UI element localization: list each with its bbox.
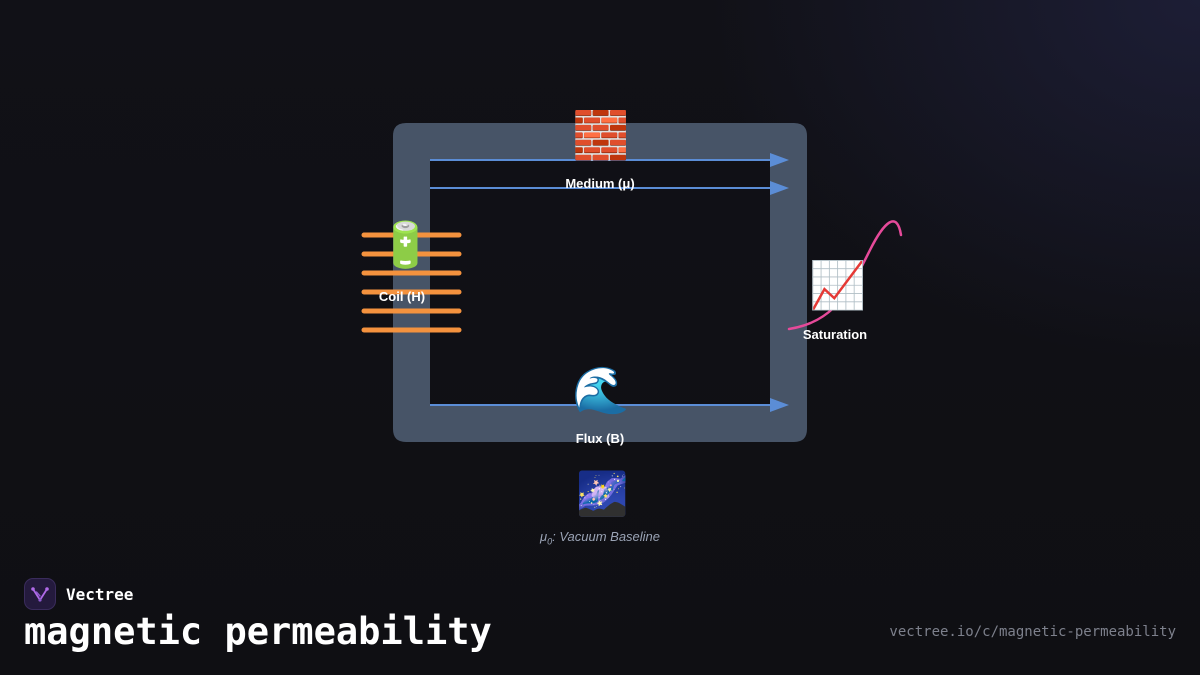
- battery-icon: 🔋: [378, 220, 433, 271]
- flux-line-top-2: [430, 181, 789, 195]
- baseline-text: : Vacuum Baseline: [552, 529, 661, 544]
- medium-label: Medium (μ): [565, 176, 635, 191]
- coil-label: Coil (H): [378, 289, 426, 304]
- flux-line-bottom: [430, 398, 789, 412]
- brand-name: Vectree: [66, 584, 134, 604]
- chart-increasing-icon: 📈: [809, 258, 867, 312]
- logo-mark: [31, 587, 49, 602]
- coil-windings: [361, 232, 462, 333]
- milky-way-icon: 🌌: [576, 469, 629, 518]
- page-title: magnetic permeability: [24, 610, 492, 653]
- flux-arrow-top-2: [770, 181, 789, 195]
- saturation-curve: [787, 220, 903, 331]
- flux-label: Flux (B): [575, 431, 625, 446]
- wave-icon: 🌊: [572, 363, 630, 417]
- flux-arrow-top-1: [770, 153, 789, 167]
- brand: Vectree: [24, 577, 133, 611]
- flux-line-top-1: [430, 153, 789, 167]
- page-url: vectree.io/c/magnetic-permeability: [889, 624, 1176, 640]
- vectree-logo-icon: [24, 578, 56, 610]
- magnetic-core: [393, 123, 807, 442]
- flux-arrow-bottom: [770, 398, 789, 412]
- mu-symbol: μ: [539, 529, 548, 544]
- saturation-label: Saturation: [802, 327, 868, 342]
- mu-subscript: 0: [547, 536, 553, 547]
- vacuum-baseline-label: μ0: Vacuum Baseline: [500, 529, 700, 547]
- brick-icon: 🧱: [572, 108, 630, 162]
